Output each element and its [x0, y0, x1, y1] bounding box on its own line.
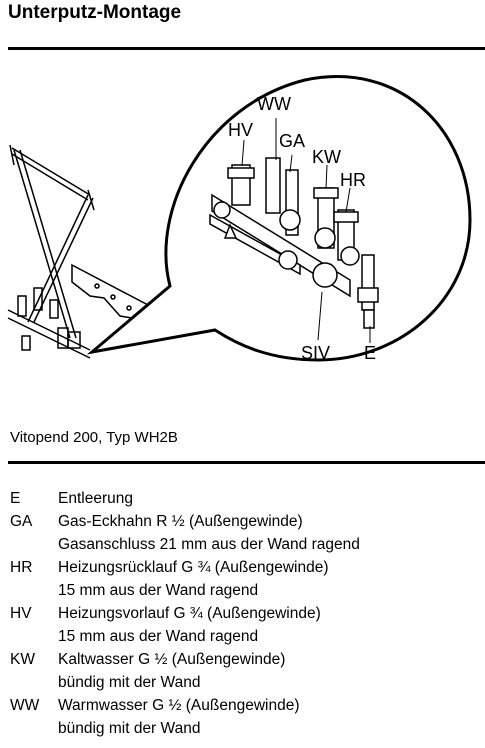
- title-rule: [8, 47, 485, 50]
- label-kw: KW: [312, 147, 341, 167]
- legend-text: Entleerung: [58, 490, 133, 507]
- legend-code: KW: [10, 651, 35, 668]
- label-ga: GA: [279, 131, 305, 151]
- legend-item: GA Gas-Eckhahn R ½ (Außengewinde) Gasans…: [10, 510, 480, 556]
- legend-code: HV: [10, 605, 32, 622]
- label-ww: WW: [257, 94, 291, 114]
- label-hr: HR: [340, 170, 366, 190]
- legend-text: bündig mit der Wand: [58, 720, 201, 737]
- legend-rule: [8, 461, 485, 464]
- legend-text: bündig mit der Wand: [58, 674, 201, 691]
- legend-text: Heizungsvorlauf G ¾ (Außengewinde): [58, 605, 321, 622]
- legend-text: Heizungsrücklauf G ¾ (Außengewinde): [58, 559, 329, 576]
- legend-item: HV Heizungsvorlauf G ¾ (Außengewinde) 15…: [10, 602, 480, 648]
- label-hv: HV: [228, 120, 253, 140]
- legend-text: Gas-Eckhahn R ½ (Außengewinde): [58, 513, 303, 530]
- legend-code: E: [10, 490, 21, 507]
- legend-text: Kaltwasser G ½ (Außengewinde): [58, 651, 286, 668]
- legend-code: GA: [10, 513, 33, 530]
- legend-item: HR Heizungsrücklauf G ¾ (Außengewinde) 1…: [10, 556, 480, 602]
- legend-text: 15 mm aus der Wand ragend: [58, 582, 259, 599]
- legend-code: HR: [10, 559, 33, 576]
- legend-text: Warmwasser G ½ (Außengewinde): [58, 697, 300, 714]
- legend-item: KW Kaltwasser G ½ (Außengewinde) bündig …: [10, 648, 480, 694]
- legend-text: 15 mm aus der Wand ragend: [58, 628, 259, 645]
- figure-caption: Vitopend 200, Typ WH2B: [10, 429, 178, 446]
- label-siv: SIV: [301, 343, 330, 363]
- installation-drawing: WW HV GA KW HR SIV E: [7, 75, 472, 363]
- legend-list: E Entleerung GA Gas-Eckhahn R ½ (Außenge…: [10, 487, 480, 740]
- legend-item: E Entleerung: [10, 487, 480, 510]
- page-title: Unterputz-Montage: [8, 2, 182, 23]
- legend-item: WW Warmwasser G ½ (Außengewinde) bündig …: [10, 694, 480, 740]
- label-e: E: [364, 343, 376, 363]
- legend-text: Gasanschluss 21 mm aus der Wand ragend: [58, 536, 360, 553]
- legend-code: WW: [10, 697, 40, 714]
